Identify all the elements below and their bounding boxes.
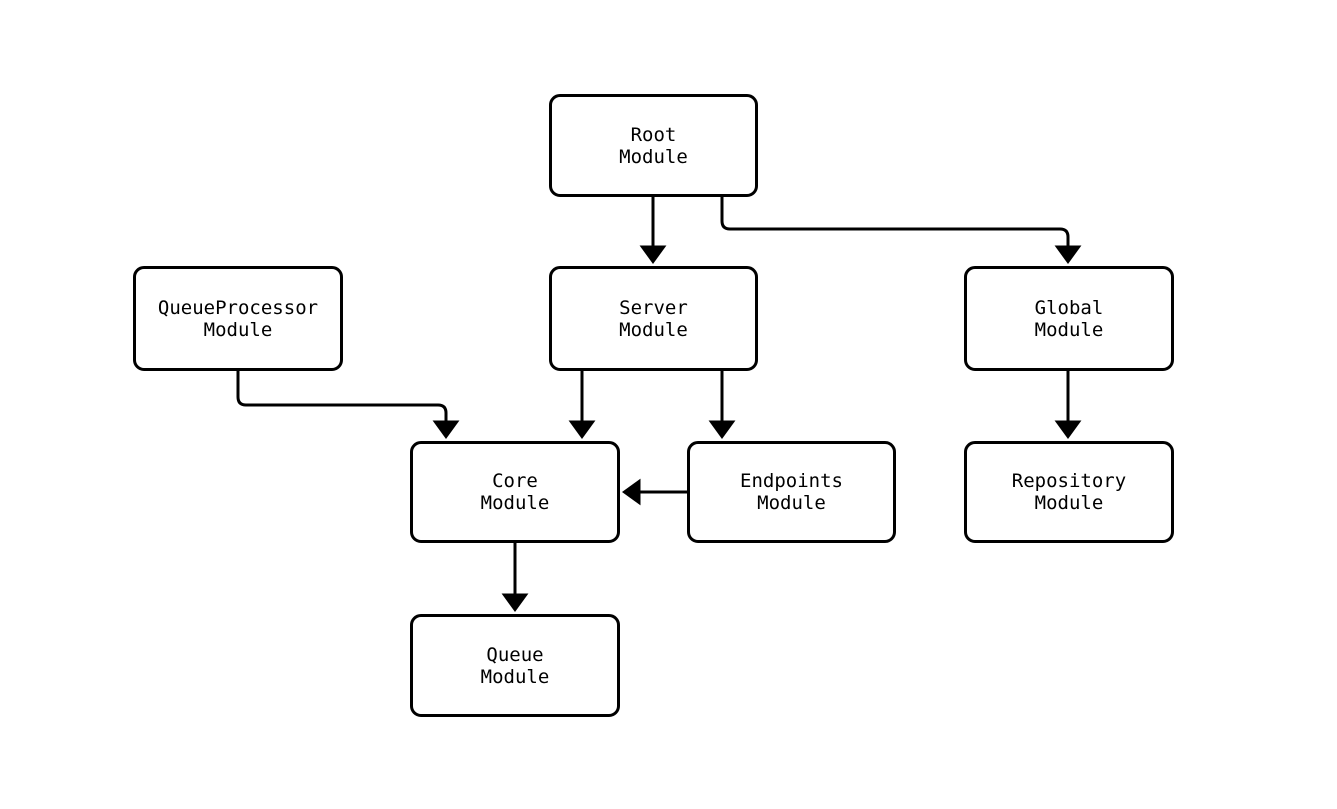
node-repository-module[interactable]: Repository Module xyxy=(964,441,1174,543)
node-endpoints-module-line2: Module xyxy=(757,492,826,514)
edge-queueprocessor-core xyxy=(236,371,460,439)
node-queue-module[interactable]: Queue Module xyxy=(410,614,620,717)
node-root-module-line1: Root xyxy=(630,123,677,146)
node-server-module-line1: Server xyxy=(619,296,688,319)
node-queueprocessor-module-line2: Module xyxy=(203,318,273,341)
node-server-module[interactable]: Server Module xyxy=(549,266,758,371)
node-global-module[interactable]: Global Module xyxy=(964,266,1174,371)
node-endpoints-module-line1: Endpoints xyxy=(740,470,843,492)
node-queueprocessor-module[interactable]: QueueProcessor Module xyxy=(133,266,343,371)
node-repository-module-line1: Repository xyxy=(1011,470,1127,492)
edge-root-global xyxy=(720,197,1082,264)
node-global-module-line2: Module xyxy=(1034,318,1104,341)
node-root-module[interactable]: Root Module xyxy=(549,94,758,197)
node-core-module[interactable]: Core Module xyxy=(410,441,620,543)
node-root-module-line2: Module xyxy=(619,145,688,168)
node-core-module-line1: Core xyxy=(492,470,538,492)
node-repository-module-line2: Module xyxy=(1034,492,1104,514)
node-global-module-line1: Global xyxy=(1034,296,1104,319)
node-queueprocessor-module-line1: QueueProcessor xyxy=(157,296,319,319)
node-queue-module-line1: Queue xyxy=(486,643,544,666)
node-core-module-line2: Module xyxy=(480,492,550,514)
node-endpoints-module[interactable]: Endpoints Module xyxy=(687,441,896,543)
node-server-module-line2: Module xyxy=(619,318,688,341)
node-queue-module-line2: Module xyxy=(480,665,550,688)
